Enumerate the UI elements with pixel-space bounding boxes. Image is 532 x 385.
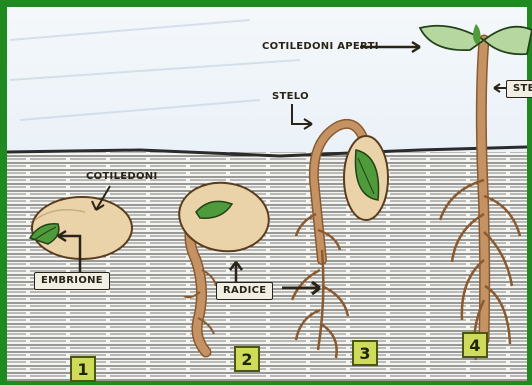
label-cotiledoni: COTILEDONI	[86, 172, 157, 182]
label-stelo-cut: STE	[506, 80, 532, 98]
stage-number-3: 3	[352, 340, 378, 366]
label-radice: RADICE	[216, 282, 273, 300]
label-embrione: EMBRIONE	[34, 272, 110, 290]
label-cotiledoni-aperti: COTILEDONI APERTI	[262, 42, 379, 52]
stage-number-4: 4	[462, 332, 488, 358]
soil-layer	[7, 152, 527, 381]
label-stelo: STELO	[272, 92, 309, 102]
stage-number-1: 1	[70, 356, 96, 382]
stage-number-2: 2	[234, 346, 260, 372]
